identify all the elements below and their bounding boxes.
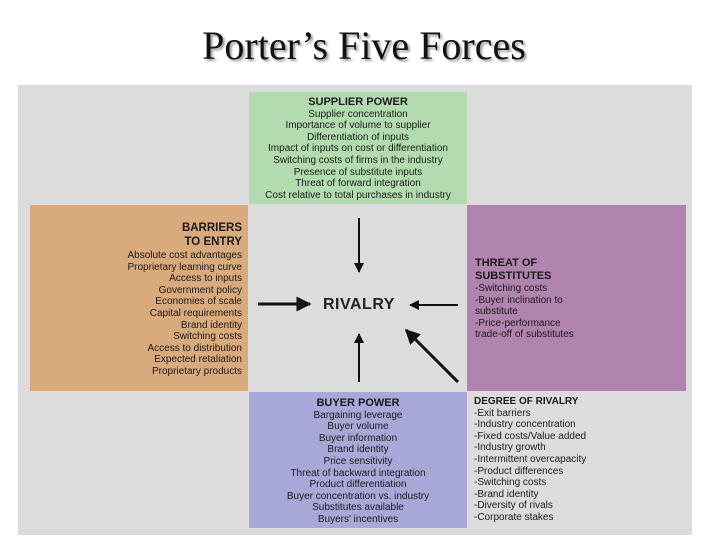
supplier-item: Supplier concentration [308, 108, 408, 120]
buyer-item: Threat of backward integration [290, 467, 426, 479]
degree-item: -Industry concentration [474, 419, 576, 431]
supplier-power-box: SUPPLIER POWER Supplier concentration Im… [249, 92, 467, 204]
degree-item: -Fixed costs/Value added [474, 430, 587, 442]
barriers-item: Access to inputs [169, 273, 242, 285]
supplier-item: Threat of forward integration [295, 178, 421, 190]
degree-item: -Brand identity [474, 488, 539, 500]
buyer-power-heading: BUYER POWER [316, 397, 400, 409]
degree-item: -Corporate stakes [474, 511, 554, 523]
page-title: Porter’s Five Forces [202, 23, 526, 68]
barriers-item: Brand identity [180, 319, 242, 331]
supplier-power-heading: SUPPLIER POWER [308, 96, 408, 108]
threat-item: -Switching costs [475, 283, 548, 294]
degree-item: -Exit barriers [474, 407, 531, 419]
degree-item: -Switching costs [474, 477, 547, 489]
buyer-item: Buyer volume [327, 421, 389, 433]
degree-item: -Intermittent overcapacity [474, 453, 587, 465]
arrow-from-degree [404, 328, 460, 384]
supplier-item: Presence of substitute inputs [293, 166, 423, 178]
degree-item: -Industry growth [474, 442, 546, 454]
barriers-item: Switching costs [173, 331, 242, 343]
supplier-item: Differentiation of inputs [306, 131, 410, 143]
barriers-heading-line2: TO ENTRY [184, 236, 242, 248]
threat-heading-line2: SUBSTITUTES [475, 270, 552, 282]
barriers-item: Government policy [158, 284, 242, 296]
barriers-item: Economies of scale [155, 296, 242, 308]
buyer-item: Buyer concentration vs. industry [286, 490, 430, 502]
threat-of-substitutes-box: THREAT OF SUBSTITUTES -Switching costs -… [467, 205, 686, 391]
threat-item: -Buyer inclination to [475, 294, 563, 306]
degree-of-rivalry-box: DEGREE OF RIVALRY -Exit barriers -Indust… [467, 392, 686, 528]
buyer-item: Price sensitivity [323, 455, 393, 467]
supplier-item: Switching costs of firms in the industry [273, 154, 443, 166]
barriers-item: Proprietary products [151, 365, 242, 377]
supplier-item: Impact of inputs on cost or differentiat… [268, 143, 448, 155]
degree-item: -Product differences [474, 465, 564, 477]
barriers-to-entry-box: BARRIERS TO ENTRY Absolute cost advantag… [30, 205, 248, 391]
barriers-item: Capital requirements [149, 307, 242, 319]
rivalry-label: RIVALRY [323, 296, 395, 313]
barriers-item: Expected retaliation [154, 354, 242, 366]
barriers-item: Proprietary learning curve [127, 261, 243, 273]
barriers-item: Absolute cost advantages [127, 250, 242, 261]
barriers-item: Access to distribution [147, 342, 243, 354]
threat-item: -Price-performance [475, 317, 561, 329]
threat-item: substitute [475, 306, 518, 318]
buyer-item: Buyers' incentives [317, 513, 399, 525]
degree-heading: DEGREE OF RIVALRY [474, 396, 579, 407]
supplier-item: Importance of volume to supplier [285, 120, 431, 132]
barriers-heading-line1: BARRIERS [181, 222, 242, 234]
threat-item: trade-off of substitutes [475, 329, 574, 341]
degree-item: -Diversity of rivals [474, 500, 553, 512]
buyer-item: Substitutes available [312, 502, 404, 514]
buyer-item: Product differentiation [309, 479, 407, 491]
buyer-power-box: BUYER POWER Bargaining leverage Buyer vo… [249, 392, 467, 528]
buyer-item: Bargaining leverage [313, 409, 403, 421]
buyer-item: Brand identity [327, 444, 389, 456]
threat-heading-line1: THREAT OF [475, 257, 538, 269]
buyer-item: Buyer information [318, 432, 398, 444]
supplier-item: Cost relative to total purchases in indu… [265, 189, 451, 201]
